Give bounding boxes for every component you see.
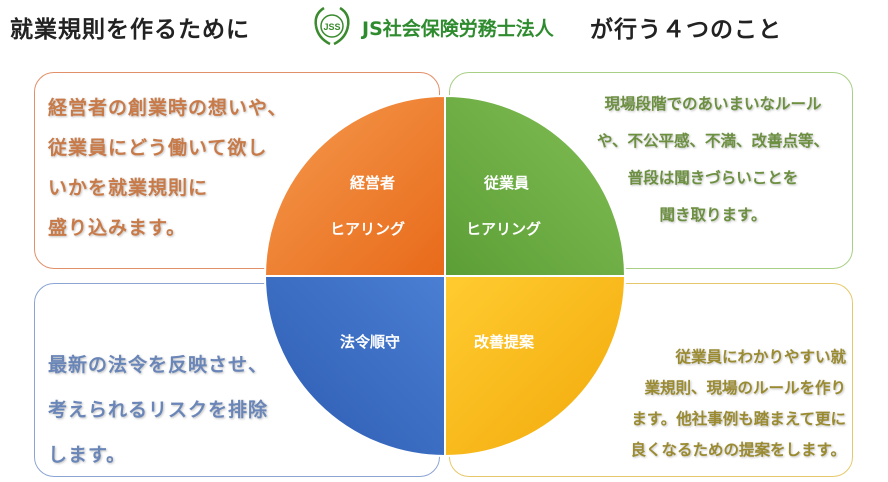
svg-text:JSS: JSS: [323, 22, 340, 32]
quadrant-slice-compliance: [263, 275, 446, 458]
description-compliance: 最新の法令を反映させ、 考えられるリスクを排除 します。: [48, 343, 268, 478]
description-line: 従業員にわかりやすい就: [675, 348, 846, 366]
page-title-suffix: が行う４つのこと: [590, 17, 782, 43]
description-line: や、不公平感、不満、改善点等、: [596, 132, 830, 150]
logo-icon: JSS: [314, 6, 350, 46]
description-line: 普段は聞きづらいことを: [627, 169, 799, 187]
organization-name: JS社会保険労務士法人: [362, 18, 554, 40]
quadrant-slice-improvement: [444, 275, 627, 458]
description-line: 考えられるリスクを排除: [48, 399, 269, 421]
description-line: 従業員にどう働いて欲し: [48, 137, 268, 159]
label-employee-line1: 従業員: [484, 174, 530, 192]
description-line: 盛り込みます。: [48, 217, 187, 239]
label-management-line1: 経営者: [350, 174, 396, 192]
label-employee-line2: ヒアリング: [466, 220, 542, 238]
label-improvement: 改善提案: [474, 333, 535, 351]
description-line: 聞き取ります。: [659, 206, 767, 224]
description-management: 経営者の創業時の想いや、 従業員にどう働いて欲し いかを就業規則に 盛り込みます…: [48, 88, 287, 248]
quadrant-slice-management: [263, 94, 446, 277]
description-line: いかを就業規則に: [48, 177, 209, 199]
description-employee: 現場段階でのあいまいなルール や、不公平感、不満、改善点等、 普段は聞きづらいこ…: [578, 86, 848, 234]
description-line: 経営者の創業時の想いや、: [48, 97, 288, 119]
description-line: ます。他社事例も踏まえて更に: [631, 410, 846, 428]
description-line: 最新の法令を反映させ、: [48, 354, 269, 376]
label-management-line2: ヒアリング: [330, 220, 406, 238]
quadrant-slice-employee: [444, 94, 627, 277]
page-title: 就業規則を作るために: [10, 17, 250, 43]
description-improvement: 従業員にわかりやすい就 業規則、現場のルールを作り ます。他社事例も踏まえて更に…: [578, 342, 846, 466]
label-compliance: 法令順守: [340, 333, 401, 351]
description-line: 現場段階でのあいまいなルール: [604, 95, 822, 113]
description-line: 良くなるための提案をします。: [630, 441, 846, 459]
description-line: 業規則、現場のルールを作り: [644, 379, 846, 397]
description-line: します。: [48, 444, 127, 466]
